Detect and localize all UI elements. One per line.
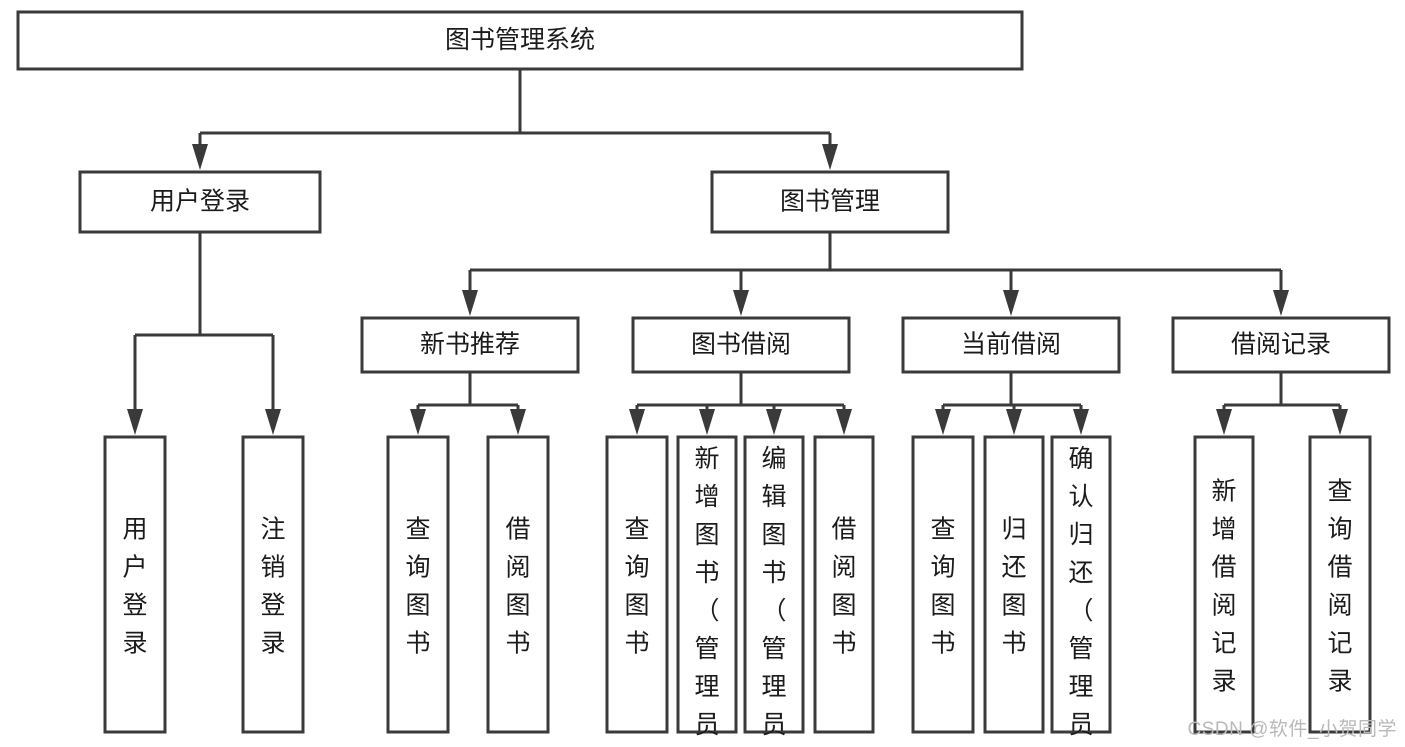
node-box-leaf-confirm-return[interactable] bbox=[1050, 435, 1112, 734]
node-leaf-borrow-book-2[interactable]: 借阅图书 bbox=[813, 435, 875, 734]
node-label-leaf-user-login: 用户登录 bbox=[122, 515, 147, 657]
edge-group-new-book-rec bbox=[410, 372, 526, 435]
node-book-borrow[interactable]: 图书借阅 bbox=[631, 316, 851, 374]
node-label-leaf-edit-book: 编辑图书（管理员） bbox=[761, 445, 786, 747]
node-current-borrow[interactable]: 当前借阅 bbox=[901, 316, 1121, 374]
node-label-leaf-add-record: 新增借阅记录 bbox=[1211, 477, 1236, 695]
node-label-leaf-query-book-1: 查询图书 bbox=[405, 515, 430, 657]
arrow-head-icon bbox=[462, 290, 478, 316]
arrow-head-icon bbox=[1273, 290, 1289, 316]
node-layer: 图书管理系统用户登录图书管理新书推荐图书借阅当前借阅借阅记录用户登录注销登录查询… bbox=[16, 10, 1391, 747]
node-box-leaf-add-record[interactable] bbox=[1193, 435, 1255, 734]
node-box-leaf-query-book-3[interactable] bbox=[911, 435, 975, 734]
node-leaf-borrow-book-1[interactable]: 借阅图书 bbox=[486, 435, 550, 734]
node-leaf-add-record[interactable]: 新增借阅记录 bbox=[1193, 435, 1255, 734]
node-label-leaf-borrow-book-2: 借阅图书 bbox=[831, 515, 856, 657]
node-label-leaf-return-book: 归还图书 bbox=[1001, 515, 1026, 657]
node-box-leaf-query-book-1[interactable] bbox=[386, 435, 450, 734]
node-label-borrow-record: 借阅记录 bbox=[1231, 331, 1331, 359]
node-label-current-borrow: 当前借阅 bbox=[961, 331, 1061, 359]
arrow-head-icon bbox=[935, 409, 951, 435]
node-box-borrow-record[interactable] bbox=[1171, 316, 1391, 374]
node-box-user-login[interactable] bbox=[78, 170, 322, 234]
node-leaf-edit-book[interactable]: 编辑图书（管理员） bbox=[743, 435, 805, 747]
node-box-leaf-borrow-book-2[interactable] bbox=[813, 435, 875, 734]
arrow-head-icon bbox=[127, 409, 143, 435]
arrow-head-icon bbox=[1073, 409, 1089, 435]
node-box-book-manage[interactable] bbox=[710, 170, 950, 234]
node-leaf-query-record[interactable]: 查询借阅记录 bbox=[1308, 435, 1372, 734]
edge-group-user-login bbox=[127, 232, 281, 435]
edge-group-current-borrow bbox=[935, 372, 1089, 435]
arrow-head-icon bbox=[192, 144, 208, 170]
edge-group-root bbox=[192, 69, 838, 170]
node-box-leaf-add-book[interactable] bbox=[676, 435, 738, 734]
node-leaf-return-book[interactable]: 归还图书 bbox=[983, 435, 1045, 734]
node-label-leaf-query-book-2: 查询图书 bbox=[624, 515, 649, 657]
node-label-leaf-add-book: 新增图书（管理员） bbox=[694, 445, 719, 747]
node-label-book-manage: 图书管理 bbox=[780, 188, 880, 216]
node-box-leaf-return-book[interactable] bbox=[983, 435, 1045, 734]
node-label-leaf-confirm-return: 确认归还（管理员） bbox=[1068, 445, 1093, 747]
arrow-head-icon bbox=[1332, 409, 1348, 435]
arrow-head-icon bbox=[836, 409, 852, 435]
node-label-leaf-query-book-3: 查询图书 bbox=[930, 515, 955, 657]
node-box-current-borrow[interactable] bbox=[901, 316, 1121, 374]
node-user-login[interactable]: 用户登录 bbox=[78, 170, 322, 234]
arrow-head-icon bbox=[822, 144, 838, 170]
node-box-leaf-edit-book[interactable] bbox=[743, 435, 805, 734]
arrow-head-icon bbox=[265, 409, 281, 435]
node-box-leaf-query-record[interactable] bbox=[1308, 435, 1372, 734]
node-leaf-user-login[interactable]: 用户登录 bbox=[103, 435, 167, 734]
arrow-head-icon bbox=[733, 290, 749, 316]
node-leaf-query-book-2[interactable]: 查询图书 bbox=[605, 435, 669, 734]
node-leaf-query-book-3[interactable]: 查询图书 bbox=[911, 435, 975, 734]
arrow-head-icon bbox=[1006, 409, 1022, 435]
node-box-leaf-borrow-book-1[interactable] bbox=[486, 435, 550, 734]
node-label-leaf-borrow-book-1: 借阅图书 bbox=[505, 515, 530, 657]
node-box-root[interactable] bbox=[16, 10, 1024, 71]
arrow-head-icon bbox=[699, 409, 715, 435]
node-book-manage[interactable]: 图书管理 bbox=[710, 170, 950, 234]
node-label-new-book-rec: 新书推荐 bbox=[420, 331, 520, 359]
arrow-head-icon bbox=[629, 409, 645, 435]
node-label-leaf-query-record: 查询借阅记录 bbox=[1327, 477, 1352, 695]
node-label-user-login: 用户登录 bbox=[150, 188, 250, 216]
connector-layer bbox=[127, 69, 1348, 435]
arrow-head-icon bbox=[410, 409, 426, 435]
node-leaf-user-logout[interactable]: 注销登录 bbox=[241, 435, 305, 734]
arrow-head-icon bbox=[766, 409, 782, 435]
node-leaf-confirm-return[interactable]: 确认归还（管理员） bbox=[1050, 435, 1112, 747]
node-borrow-record[interactable]: 借阅记录 bbox=[1171, 316, 1391, 374]
node-root[interactable]: 图书管理系统 bbox=[16, 10, 1024, 71]
node-box-new-book-rec[interactable] bbox=[360, 316, 580, 374]
node-new-book-rec[interactable]: 新书推荐 bbox=[360, 316, 580, 374]
node-box-leaf-user-logout[interactable] bbox=[241, 435, 305, 734]
node-box-book-borrow[interactable] bbox=[631, 316, 851, 374]
node-leaf-add-book[interactable]: 新增图书（管理员） bbox=[676, 435, 738, 747]
node-leaf-query-book-1[interactable]: 查询图书 bbox=[386, 435, 450, 734]
edge-group-book-manage bbox=[462, 232, 1289, 316]
edge-group-borrow-record bbox=[1216, 372, 1348, 435]
node-box-leaf-user-login[interactable] bbox=[103, 435, 167, 734]
node-label-root: 图书管理系统 bbox=[445, 26, 595, 54]
arrow-head-icon bbox=[1003, 290, 1019, 316]
node-label-book-borrow: 图书借阅 bbox=[691, 331, 791, 359]
arrow-head-icon bbox=[510, 409, 526, 435]
node-label-leaf-user-logout: 注销登录 bbox=[260, 515, 285, 657]
arrow-head-icon bbox=[1216, 409, 1232, 435]
node-box-leaf-query-book-2[interactable] bbox=[605, 435, 669, 734]
edge-group-book-borrow bbox=[629, 372, 852, 435]
